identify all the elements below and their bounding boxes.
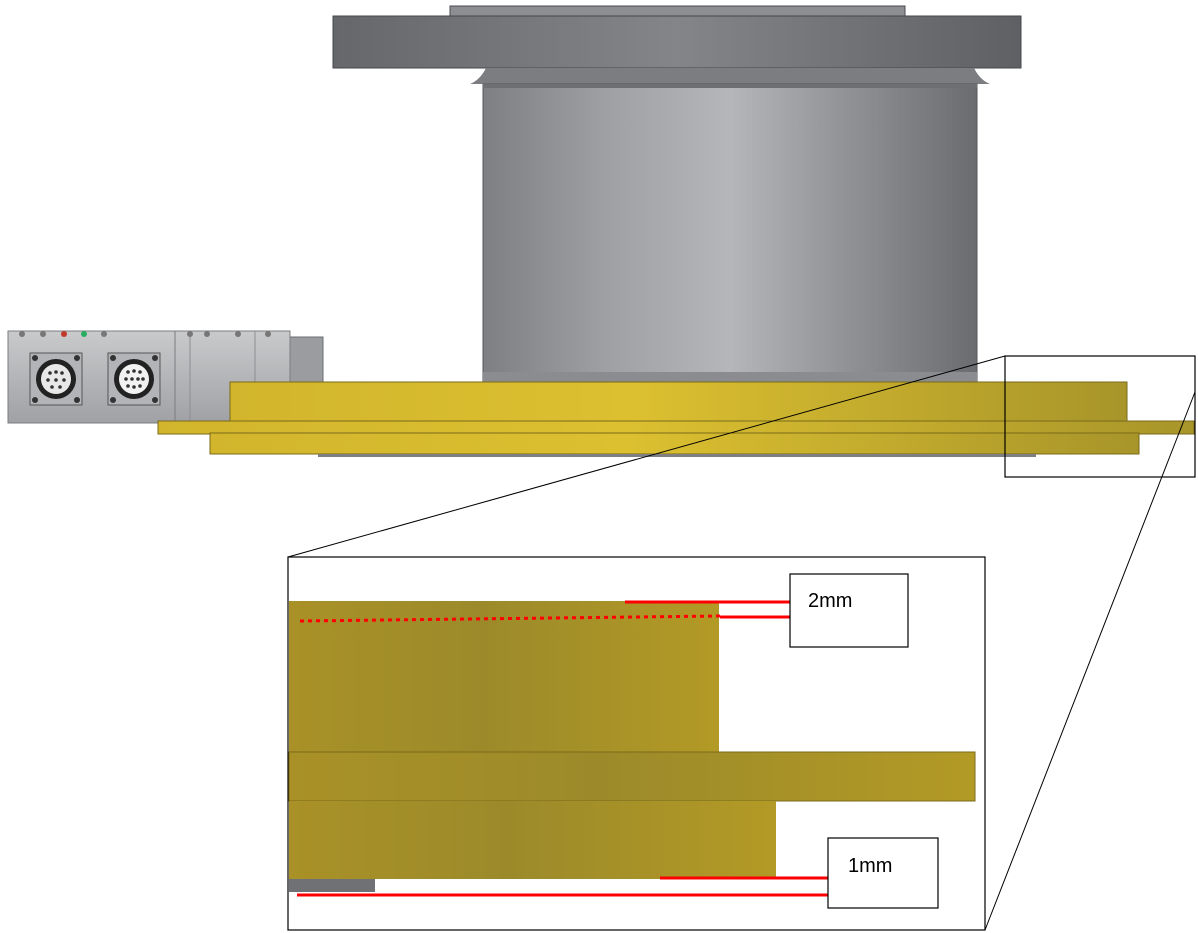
zoom-source-frame [1004,355,1196,478]
status-indicator-dots [19,331,271,337]
dimension-2mm: 2mm [625,573,909,648]
detail-lower-plate [289,801,776,879]
detail-middle-plate [288,751,976,802]
zoom-leader-right [984,391,1196,931]
base-plate [157,381,1195,457]
detail-view: 2mm 1mm [287,556,986,931]
callout-label-1mm: 1mm [848,855,892,877]
detail-upper-plate [289,601,719,752]
dimension-1mm: 1mm [297,837,939,909]
callout-box-1mm [827,837,939,909]
datum-line-dotted [299,614,721,623]
top-flange [332,5,1022,69]
detail-steel-edge [289,879,375,892]
zoom-leader-left [287,355,1006,558]
connector-port-right [107,352,161,406]
cylinder-body [470,68,990,383]
connector-port-left [29,352,83,406]
callout-box-2mm [789,573,909,648]
callout-label-2mm: 2mm [808,590,852,612]
